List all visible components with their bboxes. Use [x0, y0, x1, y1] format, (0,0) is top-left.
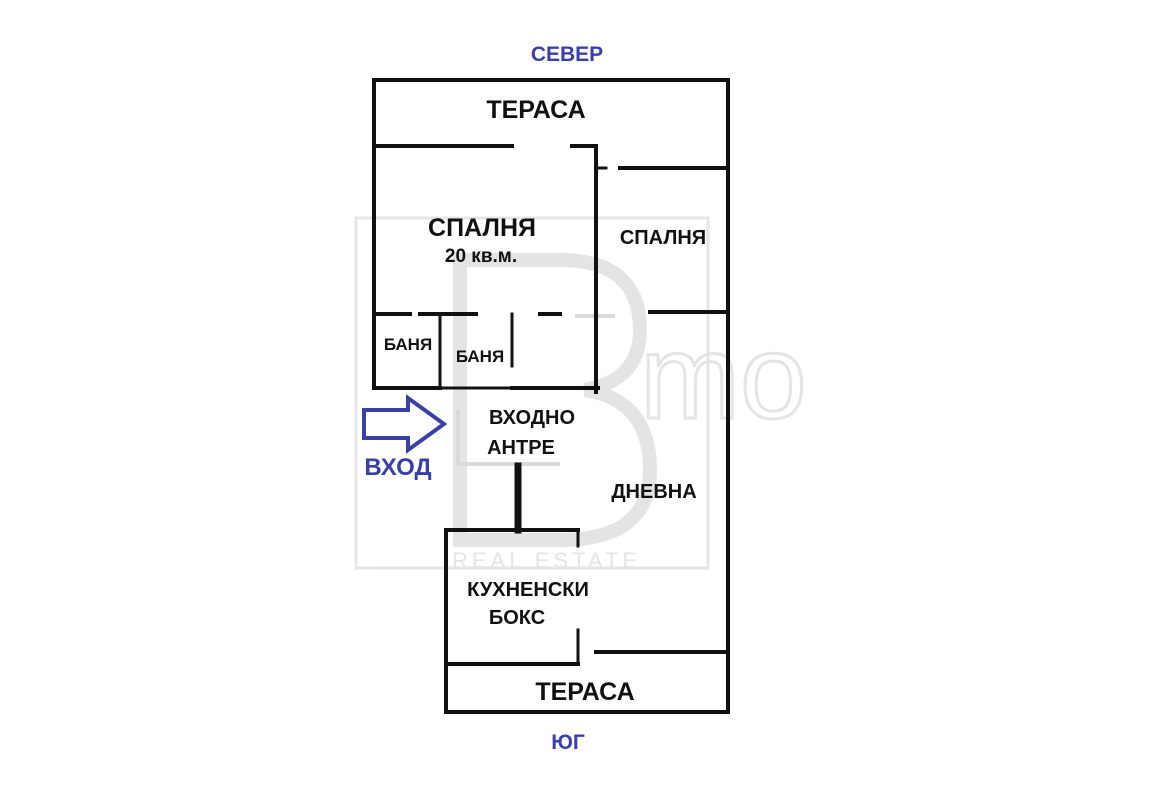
room-bathroom-2: БАНЯ: [456, 347, 504, 366]
room-bedroom-main: СПАЛНЯ: [428, 214, 536, 242]
room-hall-line2: АНТРЕ: [487, 437, 555, 459]
compass-south: ЮГ: [551, 731, 585, 754]
room-hall-line1: ВХОДНО: [489, 407, 575, 429]
room-bedroom-main-area: 20 кв.м.: [445, 246, 517, 267]
compass-north: СЕВЕР: [531, 43, 603, 66]
room-terrace-south: ТЕРАСА: [535, 678, 634, 706]
watermark-brand: mo: [640, 310, 807, 444]
entrance-label: ВХОД: [364, 454, 431, 481]
room-kitchen-line1: КУХНЕНСКИ: [467, 579, 589, 601]
watermark-logo: mo REAL ESTATE: [354, 216, 808, 573]
room-terrace-north: ТЕРАСА: [486, 96, 585, 124]
arrow-right-icon: [362, 394, 448, 454]
room-kitchen-line2: БОКС: [489, 607, 545, 629]
room-living: ДНЕВНА: [611, 481, 696, 503]
room-bedroom-second: СПАЛНЯ: [620, 227, 706, 249]
room-bathroom-1: БАНЯ: [384, 335, 432, 354]
walls: [372, 78, 730, 714]
watermark-tagline: REAL ESTATE: [452, 548, 641, 573]
